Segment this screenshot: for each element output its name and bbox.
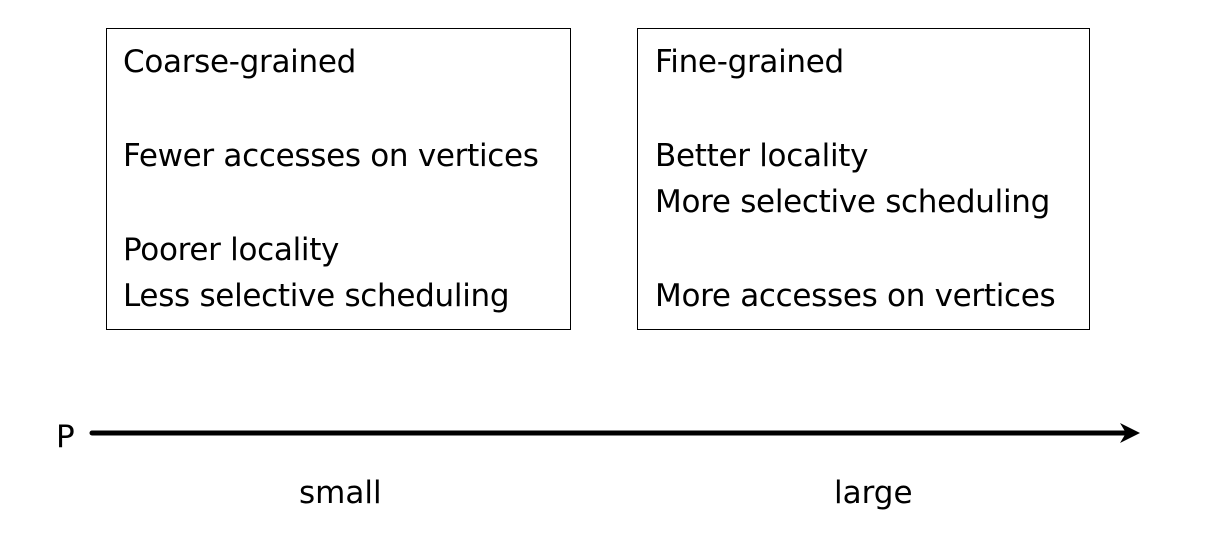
coarse-grained-point-scheduling: Less selective scheduling	[123, 278, 510, 314]
axis-large-label: large	[834, 475, 913, 511]
p-axis-arrow	[89, 423, 1140, 443]
axis-small-label: small	[299, 475, 382, 511]
coarse-grained-point-accesses: Fewer accesses on vertices	[123, 138, 539, 174]
fine-grained-point-locality: Better locality	[655, 138, 869, 174]
fine-grained-point-accesses: More accesses on vertices	[655, 278, 1056, 314]
coarse-grained-box: Coarse-grained Fewer accesses on vertice…	[106, 28, 571, 330]
arrowhead-icon	[1120, 423, 1140, 443]
coarse-grained-title: Coarse-grained	[123, 44, 356, 80]
fine-grained-point-scheduling: More selective scheduling	[655, 184, 1050, 220]
axis-label-p: P	[56, 419, 75, 455]
coarse-grained-point-locality: Poorer locality	[123, 232, 340, 268]
fine-grained-box: Fine-grained Better locality More select…	[637, 28, 1090, 330]
fine-grained-title: Fine-grained	[655, 44, 844, 80]
